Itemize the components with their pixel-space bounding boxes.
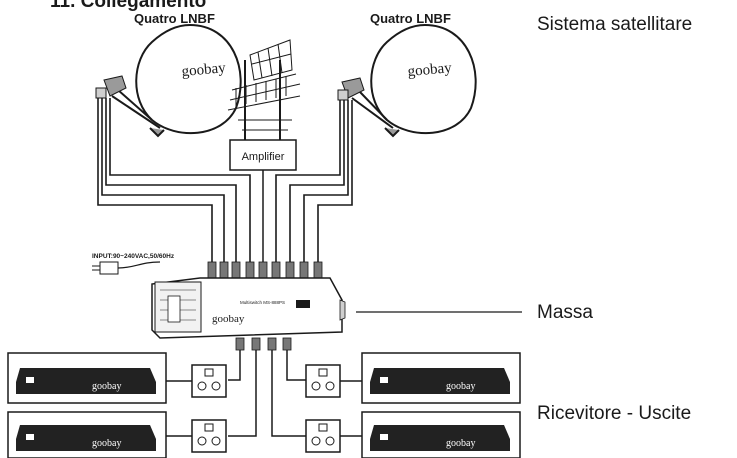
receiver: goobay	[7, 411, 167, 458]
section-heading: 11. Collegamento	[50, 0, 207, 12]
receiver-brand: goobay	[92, 381, 121, 392]
power-input: INPUT:90~240VAC,50/60Hz	[92, 253, 175, 275]
wall-socket	[305, 419, 341, 453]
receiver: goobay	[361, 352, 521, 404]
callout-ground: Massa	[537, 302, 593, 323]
receiver: goobay	[361, 411, 521, 458]
dish-right-brand: goobay	[407, 60, 453, 80]
receiver-cables	[166, 380, 362, 437]
multiswitch-input-connectors	[207, 261, 323, 279]
lnbf-right-label: Quatro LNBF	[370, 11, 451, 26]
multiswitch-output-connectors	[235, 337, 292, 351]
receiver-brand: goobay	[446, 381, 475, 392]
wall-socket	[305, 364, 341, 398]
multiswitch-model: Multiswitch MS-888PS	[240, 300, 285, 305]
wall-socket	[191, 364, 227, 398]
receiver: goobay	[7, 352, 167, 404]
wall-socket	[191, 419, 227, 453]
multiswitch: goobay Multiswitch MS-888PS	[151, 277, 346, 339]
receiver-brand: goobay	[92, 438, 121, 449]
lnbf-left-label: Quatro LNBF	[134, 11, 215, 26]
dish-left-brand: goobay	[181, 60, 227, 80]
lnb-cables-left	[97, 98, 251, 265]
lnb-cables-right	[275, 100, 353, 265]
callout-receiver-outputs: Ricevitore - Uscite	[537, 403, 692, 424]
receiver-brand: goobay	[446, 438, 475, 449]
output-cables	[228, 350, 306, 437]
amplifier: Amplifier	[229, 139, 297, 265]
callout-satellite-system: Sistema satellitare	[537, 14, 693, 35]
satellite-dish-right: goobay	[337, 23, 477, 138]
satellite-dish-left: goobay	[95, 23, 242, 138]
multiswitch-brand: goobay	[212, 313, 245, 325]
amplifier-label: Amplifier	[242, 151, 285, 163]
input-label: INPUT:90~240VAC,50/60Hz	[92, 253, 175, 260]
terrestrial-antenna	[227, 39, 301, 140]
